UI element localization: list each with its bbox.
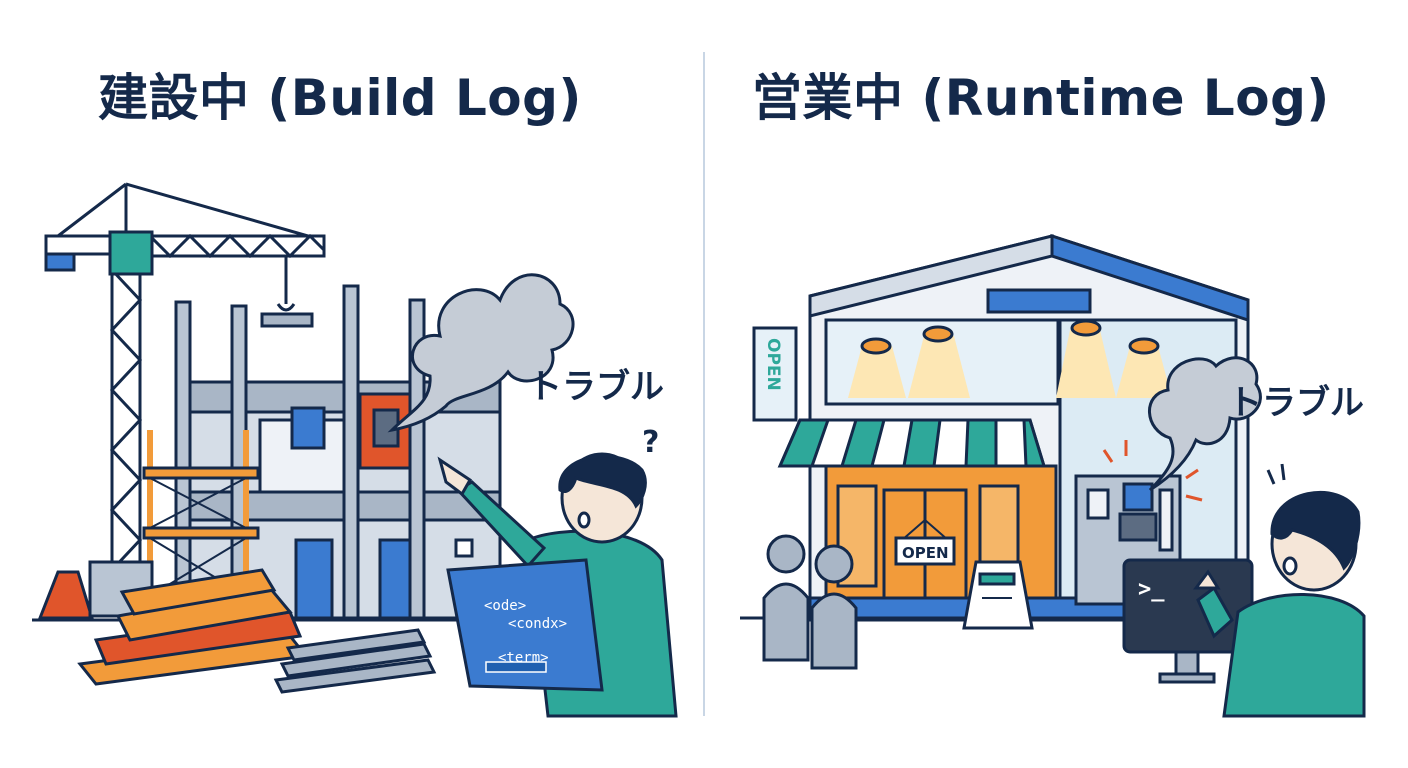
blueprint-line-1: <ode> [484, 598, 526, 614]
alert-rays-icon [1102, 440, 1203, 502]
sandwich-board-icon [962, 560, 1034, 630]
steel-bars-icon [273, 628, 437, 694]
person-icon-right [1193, 463, 1366, 718]
smoke-icon [387, 273, 575, 433]
trouble-label-right: トラブル [1228, 383, 1364, 423]
open-sign-door [894, 536, 956, 566]
terminal-prompt: >_ [1138, 577, 1165, 602]
customer-icon [762, 534, 858, 670]
open-sign-door-text: OPEN [902, 544, 949, 562]
blueprint-line-3: <term> [498, 650, 549, 666]
blueprint-line-2: <condx> [508, 616, 567, 632]
trouble-label-left: トラブル [528, 367, 664, 407]
traffic-cone-icon [37, 570, 95, 620]
crane-icon [44, 182, 326, 572]
runtime-log-title: 営業中 (Runtime Log) [752, 69, 1330, 127]
blueprint-icon [446, 558, 604, 692]
lumber-icon [77, 568, 309, 686]
awning-icon [777, 418, 1047, 468]
open-sign-vertical [752, 326, 798, 422]
smoke-icon-right [1148, 356, 1262, 492]
open-sign-vertical-text: OPEN [763, 338, 783, 391]
question-mark: ? [642, 425, 659, 460]
build-log-title: 建設中 (Build Log) [98, 69, 582, 127]
